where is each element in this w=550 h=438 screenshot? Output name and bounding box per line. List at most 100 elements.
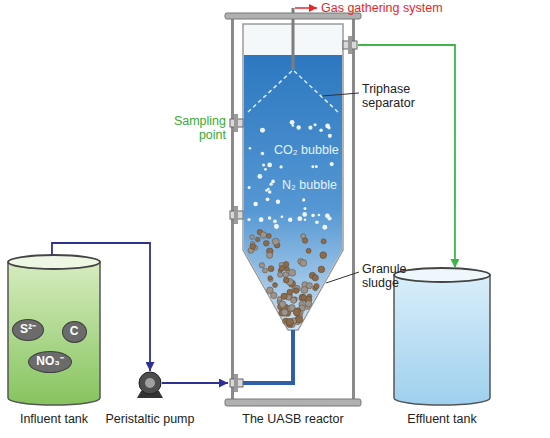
- bubble: [248, 186, 251, 189]
- substrate-oval: S²⁻: [12, 319, 44, 341]
- bubble: [264, 168, 267, 171]
- granule: [289, 269, 296, 276]
- granule: [305, 300, 311, 306]
- bubble: [249, 147, 252, 150]
- substrate-oval: C: [62, 321, 87, 343]
- gas-bubbles: [247, 120, 333, 230]
- bubble: [297, 216, 302, 221]
- bubble: [257, 174, 262, 179]
- granule: [302, 238, 308, 244]
- granule: [273, 283, 278, 288]
- bubble: [279, 165, 282, 168]
- outlet-valve: [343, 36, 357, 54]
- bubble: [266, 197, 270, 201]
- bubble: [319, 129, 322, 132]
- influent-tank-drawing: [8, 255, 100, 405]
- reactor-drawing: [225, 8, 361, 406]
- bubble: [311, 165, 314, 168]
- leader-line: [326, 272, 359, 283]
- bubble: [318, 214, 321, 217]
- bubble: [311, 214, 314, 217]
- bubble: [290, 120, 295, 125]
- gas-arrow: [295, 7, 317, 9]
- bubble: [268, 190, 272, 194]
- granule: [296, 316, 303, 323]
- inlet-pipe: [243, 330, 293, 383]
- tank-body: [8, 262, 100, 405]
- bubble: [247, 218, 250, 221]
- species-label: S²⁻: [20, 323, 36, 337]
- granule: [263, 240, 269, 246]
- granule: [250, 244, 256, 250]
- flow-pipe: [358, 45, 455, 268]
- bubble: [269, 183, 272, 186]
- granule: [262, 268, 267, 273]
- influent-tank: Influent tankS²⁻CNO₃⁻: [8, 255, 100, 405]
- granule: [301, 295, 306, 300]
- bubble-label: N₂ bubble: [282, 178, 337, 192]
- bubble: [315, 220, 319, 224]
- tank-lid: [8, 255, 100, 269]
- bubble: [281, 215, 284, 218]
- bubble: [304, 219, 306, 221]
- sampling-valve: [230, 206, 243, 224]
- bubble: [313, 123, 316, 126]
- granule: [320, 252, 327, 259]
- substrate-oval: NO₃⁻: [28, 351, 72, 373]
- granule-sludge: [248, 229, 327, 327]
- bubble: [308, 126, 312, 130]
- bubble: [291, 124, 294, 127]
- bubble: [327, 216, 331, 220]
- component-label: Peristaltic pump: [106, 412, 195, 426]
- granule: [300, 260, 307, 267]
- granule: [301, 287, 308, 294]
- uasb-reactor: The UASB reactor: [228, 16, 358, 406]
- granule: [281, 309, 288, 316]
- granule: [281, 293, 287, 299]
- reactor-liquid: [244, 55, 342, 329]
- bubble: [302, 212, 307, 217]
- bubble: [303, 207, 306, 210]
- sampling-valve: [230, 114, 243, 132]
- tank-body: [394, 275, 490, 405]
- granule: [259, 263, 264, 268]
- granule: [314, 283, 319, 288]
- species-label: C: [70, 325, 79, 339]
- bubble: [325, 124, 330, 129]
- valve-handle: [234, 206, 238, 224]
- component-label: Influent tank: [20, 412, 88, 426]
- granule: [260, 232, 267, 239]
- part-label: Triphase separator: [362, 82, 424, 111]
- bubble: [276, 200, 280, 204]
- tank-lid: [394, 268, 490, 282]
- bubble: [274, 224, 279, 229]
- bubble: [302, 198, 305, 201]
- bubble: [267, 163, 272, 168]
- valve-handle: [348, 36, 352, 54]
- granule: [268, 266, 274, 272]
- base-plate: [225, 399, 361, 406]
- gas-outlet-label: Gas gathering system: [321, 1, 443, 15]
- bubble: [288, 218, 292, 222]
- bubble: [265, 189, 268, 192]
- frame-rod: [352, 16, 355, 405]
- granule: [318, 266, 325, 273]
- sampling-label: Sampling point: [170, 114, 226, 143]
- granule: [278, 272, 283, 277]
- bubble: [260, 128, 265, 133]
- pump-head: [139, 372, 161, 394]
- granule: [290, 297, 296, 303]
- valve-handle: [234, 114, 238, 132]
- granule: [312, 275, 318, 281]
- granule: [283, 277, 289, 283]
- bubble: [322, 225, 327, 230]
- pump-rotor: [145, 378, 155, 388]
- granule: [250, 235, 255, 240]
- bubble: [253, 202, 258, 207]
- triphase-separator: [248, 70, 338, 112]
- bubble: [315, 165, 318, 168]
- bubble: [261, 152, 265, 156]
